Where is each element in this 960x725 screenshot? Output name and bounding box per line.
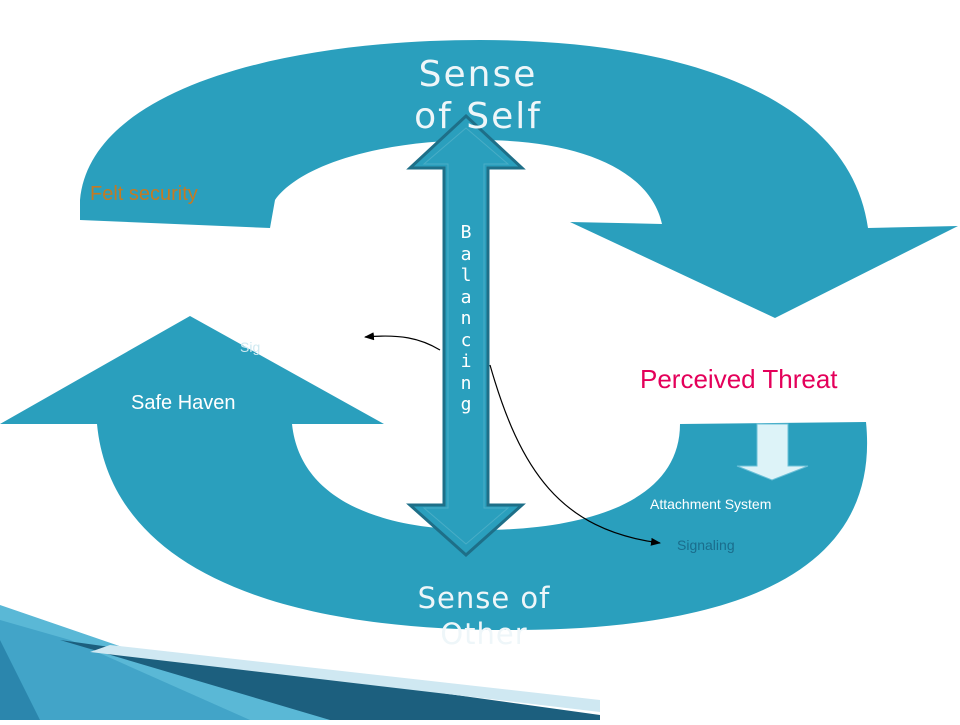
sense-of-other-title: Sense of Other <box>417 581 551 651</box>
sense-of-self-title: Sense of Self <box>414 54 542 137</box>
balancing-letter: a <box>460 243 472 265</box>
balancing-double-arrow <box>406 113 526 558</box>
upper-curved-arrow <box>80 40 958 318</box>
balancing-letter: n <box>460 372 472 394</box>
balancing-letter: n <box>460 308 472 329</box>
felt-security-label: Felt security <box>90 183 198 205</box>
balancing-letter: l <box>460 265 472 286</box>
perceived-threat-label: Perceived Threat <box>640 364 838 394</box>
signal-curve-arrow <box>489 364 661 546</box>
safe-haven-label: Safe Haven <box>131 392 236 414</box>
balancing-letter: g <box>460 394 472 415</box>
balancing-vertical-label: B a l a n c i n g <box>456 222 476 416</box>
balancing-letter: B <box>460 222 472 243</box>
balancing-letter: a <box>460 286 472 308</box>
corner-stripes <box>0 605 600 720</box>
signaling-label: Signaling <box>677 537 735 553</box>
signal-partial-label: Sig <box>240 339 261 355</box>
balancing-letter: c <box>460 329 472 351</box>
balancing-letter: i <box>460 351 472 372</box>
signal-curve-arrow-left <box>364 332 441 351</box>
down-arrow-small <box>736 423 809 481</box>
attachment-system-label: Attachment System <box>650 496 772 512</box>
lower-curved-arrow <box>0 316 868 631</box>
